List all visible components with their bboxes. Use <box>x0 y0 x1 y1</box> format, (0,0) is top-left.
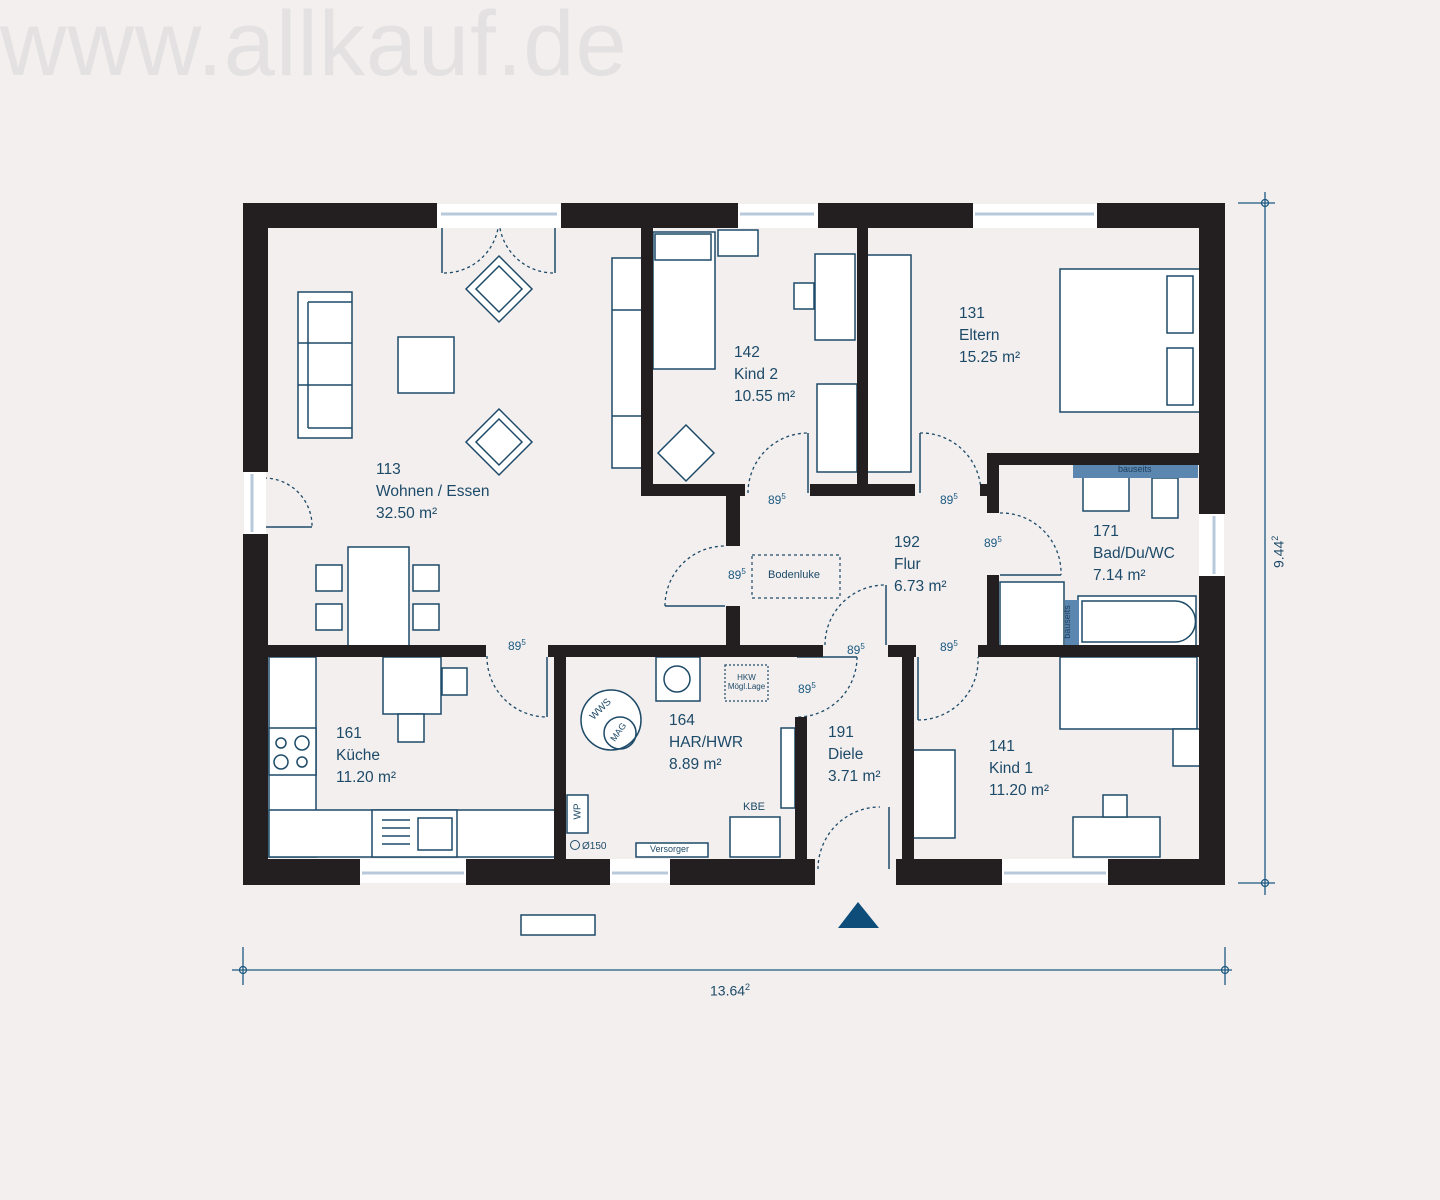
room-area: 15.25 m² <box>959 349 1021 366</box>
room-area: 7.14 m² <box>1093 567 1146 584</box>
door-width-eltern: 895 <box>940 492 958 507</box>
bodenluke-label: Bodenluke <box>768 569 820 581</box>
room-name: Eltern <box>959 327 1000 344</box>
bauseits-side-label: bauseits <box>1061 605 1072 639</box>
kbe-label: KBE <box>743 801 766 813</box>
wp-label: WP <box>572 803 584 820</box>
room-number: 142 <box>734 344 760 361</box>
versorger-label: Versorger <box>650 844 690 854</box>
hkw-outline <box>724 664 769 702</box>
door-leaves <box>264 227 1061 869</box>
room-number: 171 <box>1093 523 1119 540</box>
windows <box>244 204 1224 883</box>
room-number: 164 <box>669 712 695 729</box>
room-area: 6.73 m² <box>894 578 947 595</box>
door-width-kind1: 895 <box>940 639 958 654</box>
furniture <box>268 229 1201 936</box>
door-swings <box>263 217 1062 870</box>
room-name: HAR/HWR <box>669 734 744 751</box>
room-area: 11.20 m² <box>989 782 1050 799</box>
room-wohnen-label: 113 Wohnen / Essen 32.50 m² <box>376 459 489 525</box>
depth-dimension: 9.442 <box>1270 535 1287 568</box>
door-width-kind2: 895 <box>768 492 786 507</box>
room-har-label: 164 HAR/HWR 8.89 m² <box>669 710 743 776</box>
door-width-har: 895 <box>798 681 816 696</box>
room-area: 11.20 m² <box>336 769 397 786</box>
room-name: Flur <box>894 556 921 573</box>
room-number: 131 <box>959 305 985 322</box>
room-name: Kind 2 <box>734 366 778 383</box>
room-kind1-label: 141 Kind 1 11.20 m² <box>989 736 1049 802</box>
bodenluke-outline <box>751 554 841 599</box>
pipe-circle-icon <box>570 840 580 850</box>
dimension-lines <box>232 192 1275 985</box>
room-number: 191 <box>828 724 854 741</box>
room-eltern-label: 131 Eltern 15.25 m² <box>959 303 1020 369</box>
width-dimension: 13.642 <box>710 982 751 999</box>
door-width-kueche: 895 <box>508 638 526 653</box>
entrance-arrow-icon <box>838 902 879 928</box>
room-bad-label: 171 Bad/Du/WC 7.14 m² <box>1093 521 1175 587</box>
room-number: 161 <box>336 725 362 742</box>
room-area: 3.71 m² <box>828 768 881 785</box>
room-name: Kind 1 <box>989 760 1033 777</box>
door-width-diele: 895 <box>847 642 865 657</box>
room-name: Wohnen / Essen <box>376 483 490 500</box>
room-kind2-label: 142 Kind 2 10.55 m² <box>734 342 795 408</box>
room-area: 8.89 m² <box>669 756 722 773</box>
room-flur-label: 192 Flur 6.73 m² <box>894 532 947 598</box>
pipe-label: Ø150 <box>570 840 606 852</box>
room-kueche-label: 161 Küche 11.20 m² <box>336 723 396 789</box>
room-name: Bad/Du/WC <box>1093 545 1175 562</box>
bauseits-top-label: bauseits <box>1118 464 1152 474</box>
door-width-wohnen-flur: 895 <box>728 567 746 582</box>
room-area: 32.50 m² <box>376 505 438 522</box>
room-area: 10.55 m² <box>734 388 796 405</box>
bauseits-top-bar <box>1073 463 1198 478</box>
room-number: 141 <box>989 738 1015 755</box>
watermark: www.allkauf.de <box>0 0 628 95</box>
room-name: Küche <box>336 747 380 764</box>
room-name: Diele <box>828 746 864 763</box>
room-number: 192 <box>894 534 920 551</box>
bauseits-side-bar <box>1065 600 1079 646</box>
room-diele-label: 191 Diele 3.71 m² <box>828 722 881 788</box>
door-width-bad: 895 <box>984 535 1002 550</box>
room-number: 113 <box>376 461 401 478</box>
walls <box>243 203 1225 885</box>
